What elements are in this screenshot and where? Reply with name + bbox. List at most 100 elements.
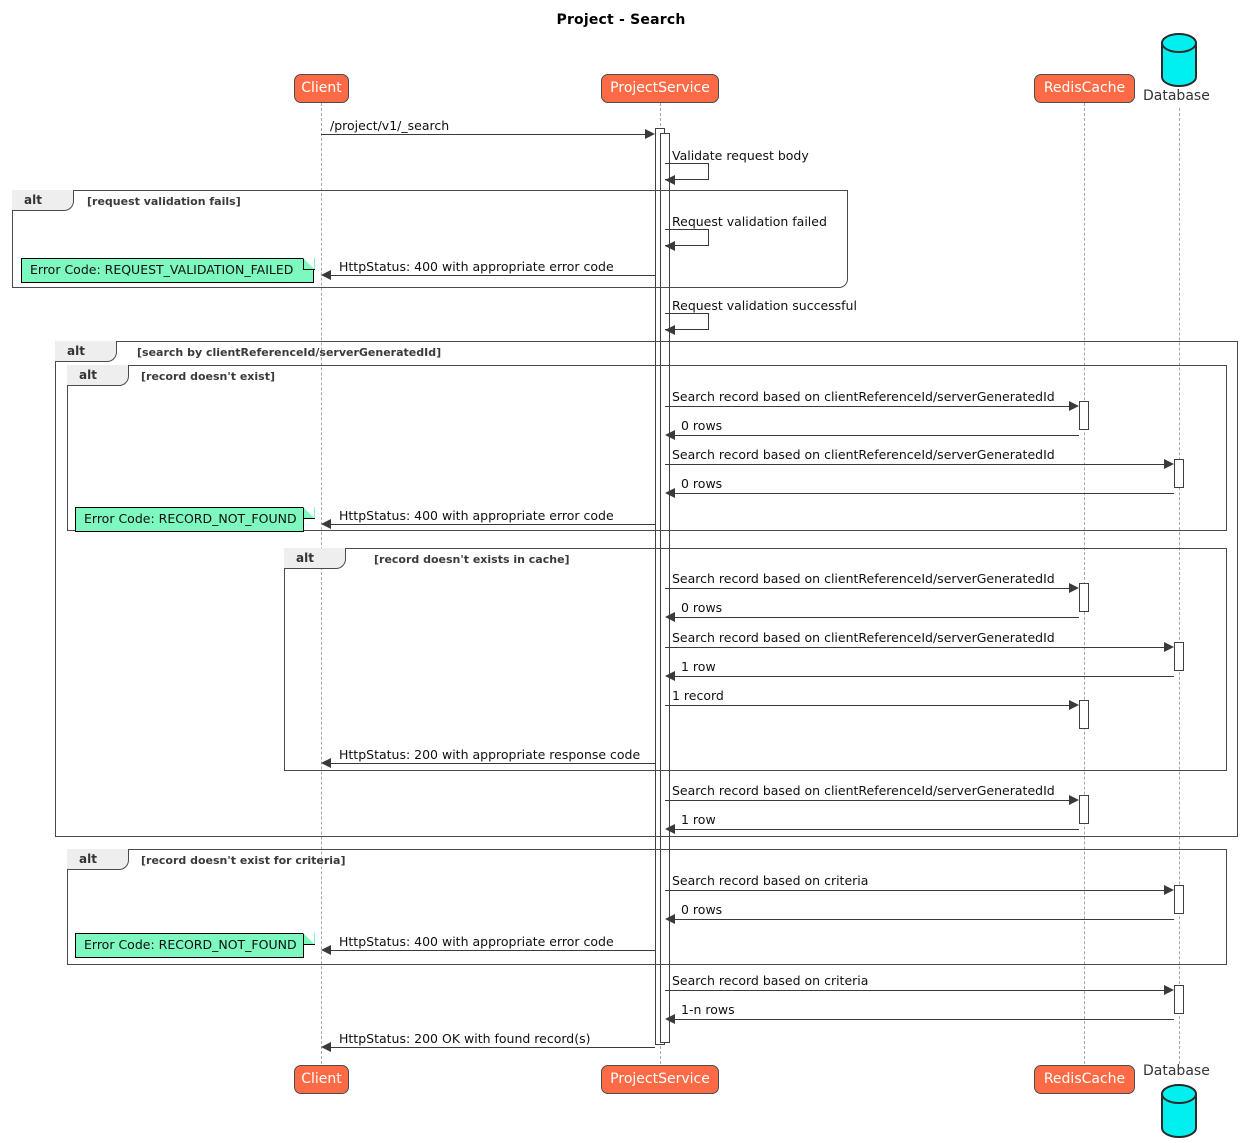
participant-client-label: Client	[301, 80, 342, 96]
participant-client-label-bottom: Client	[301, 1071, 342, 1087]
lifeline-database	[1179, 108, 1180, 1064]
message-line-m4	[331, 275, 655, 276]
participant-client-bottom[interactable]: Client	[294, 1065, 349, 1094]
message-arrow-m7	[665, 430, 675, 440]
activation-database-4	[1174, 985, 1184, 1014]
message-arrow-m23	[665, 1014, 675, 1024]
message-line-m1	[321, 134, 645, 135]
message-line-m8	[665, 464, 1164, 465]
frame-label-text: alt	[24, 193, 42, 207]
message-arrow-m5	[665, 325, 675, 335]
participant-client-top[interactable]: Client	[294, 74, 349, 103]
message-line-m17	[665, 800, 1069, 801]
message-label-m5: Request validation successful	[672, 298, 857, 313]
message-label-m12: 0 rows	[681, 600, 723, 615]
message-line-m22	[665, 990, 1164, 991]
message-label-m7: 0 rows	[681, 418, 723, 433]
note-record-not-found-1: Error Code: RECORD_NOT_FOUND	[75, 507, 304, 532]
message-arrow-m16	[321, 758, 331, 768]
message-line-m7	[675, 435, 1079, 436]
frame-search-by-id	[55, 341, 1238, 837]
message-self-m2	[665, 163, 709, 180]
message-line-m23	[675, 1019, 1174, 1020]
message-arrow-m18	[665, 824, 675, 834]
message-label-m4: HttpStatus: 400 with appropriate error c…	[339, 259, 614, 274]
note-text: Error Code: RECORD_NOT_FOUND	[84, 937, 297, 952]
activation-rediscache-1	[1079, 401, 1089, 430]
message-line-m14	[675, 676, 1174, 677]
message-line-m15	[665, 705, 1069, 706]
note-text: Error Code: RECORD_NOT_FOUND	[84, 511, 297, 526]
note-record-not-found-2: Error Code: RECORD_NOT_FOUND	[75, 933, 304, 958]
frame-record-not-in-cache-label: alt	[284, 548, 346, 569]
message-label-m17: Search record based on clientReferenceId…	[672, 783, 1055, 798]
message-label-m6: Search record based on clientReferenceId…	[672, 389, 1055, 404]
message-arrow-m24	[321, 1042, 331, 1052]
message-label-m10: HttpStatus: 400 with appropriate error c…	[339, 508, 614, 523]
message-label-m19: Search record based on criteria	[672, 873, 869, 888]
message-label-m23: 1-n rows	[681, 1002, 735, 1017]
message-arrow-m8	[1164, 459, 1174, 469]
participant-database-label-top: Database	[1143, 88, 1210, 104]
message-arrow-m22	[1164, 985, 1174, 995]
message-arrow-m10	[321, 519, 331, 529]
frame-record-doesnt-exist-criteria-condition: [record doesn't exist for criteria]	[141, 854, 346, 867]
frame-record-doesnt-exist-label: alt	[67, 365, 129, 386]
note-fold-cut-1	[303, 258, 314, 269]
participant-rediscache-label: RedisCache	[1043, 80, 1126, 96]
participant-projectservice-bottom[interactable]: ProjectService	[601, 1065, 719, 1094]
message-line-m13	[665, 647, 1164, 648]
message-line-m12	[675, 617, 1079, 618]
frame-label-text: alt	[296, 551, 314, 565]
message-arrow-m21	[321, 945, 331, 955]
participant-projectservice-label-bottom: ProjectService	[610, 1071, 710, 1087]
frame-request-validation-fails-label: alt	[12, 190, 74, 211]
database-icon-top[interactable]	[1160, 33, 1198, 87]
frame-record-doesnt-exist-condition: [record doesn't exist]	[141, 370, 276, 383]
message-arrow-m15	[1069, 700, 1079, 710]
note-request-validation-failed: Error Code: REQUEST_VALIDATION_FAILED	[21, 258, 314, 283]
database-icon-bottom[interactable]	[1160, 1084, 1198, 1138]
activation-rediscache-3	[1079, 700, 1089, 729]
message-label-m1: /project/v1/_search	[330, 118, 450, 133]
message-label-m13: Search record based on clientReferenceId…	[672, 630, 1055, 645]
activation-database-3	[1174, 885, 1184, 914]
message-label-m3: Request validation failed	[672, 214, 827, 229]
note-fold-cut-3	[303, 933, 314, 944]
activation-rediscache-2	[1079, 583, 1089, 612]
frame-record-doesnt-exist-criteria-label: alt	[67, 849, 129, 870]
frame-search-by-id-label: alt	[55, 341, 117, 362]
participant-rediscache-top[interactable]: RedisCache	[1034, 74, 1135, 103]
message-label-m8: Search record based on clientReferenceId…	[672, 447, 1055, 462]
message-self-m5	[665, 313, 709, 330]
participant-rediscache-bottom[interactable]: RedisCache	[1034, 1065, 1135, 1094]
message-arrow-m3	[665, 241, 675, 251]
message-line-m20	[675, 919, 1174, 920]
message-arrow-m12	[665, 612, 675, 622]
message-label-m24: HttpStatus: 200 OK with found record(s)	[339, 1031, 591, 1046]
frame-request-validation-fails	[12, 190, 848, 288]
message-arrow-m6	[1069, 401, 1079, 411]
message-line-m16	[331, 763, 655, 764]
participant-rediscache-label-bottom: RedisCache	[1043, 1071, 1126, 1087]
message-line-m10	[331, 524, 655, 525]
message-self-m3	[665, 229, 709, 246]
activation-database-2	[1174, 642, 1184, 671]
frame-record-doesnt-exist-criteria	[67, 849, 1227, 965]
activation-database-1	[1174, 459, 1184, 488]
page-title: Project - Search	[556, 12, 686, 28]
message-label-m11: Search record based on clientReferenceId…	[672, 571, 1055, 586]
message-arrow-m11	[1069, 583, 1079, 593]
frame-record-doesnt-exist	[67, 365, 1227, 531]
message-label-m15: 1 record	[672, 688, 724, 703]
database-cylinder-icon	[1161, 33, 1197, 87]
frame-search-by-id-condition: [search by clientReferenceId/serverGener…	[137, 346, 442, 359]
activation-rediscache-4	[1079, 795, 1089, 824]
message-line-m21	[331, 950, 655, 951]
message-arrow-m20	[665, 914, 675, 924]
participant-projectservice-top[interactable]: ProjectService	[601, 74, 719, 103]
frame-label-text: alt	[67, 344, 85, 358]
frame-request-validation-fails-condition: [request validation fails]	[87, 195, 241, 208]
message-arrow-m9	[665, 488, 675, 498]
